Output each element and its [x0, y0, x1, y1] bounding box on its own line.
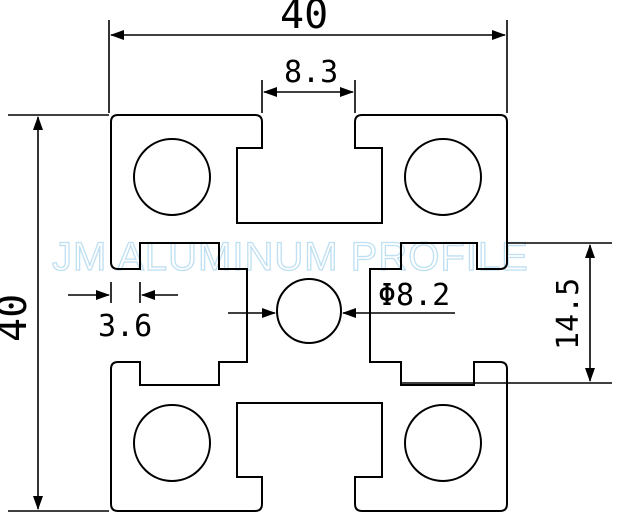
wall-dimension-label: 3.6	[98, 309, 152, 344]
depth-dimension-label: 14.5	[551, 278, 586, 350]
profile-outline	[110, 114, 508, 512]
height-dimension-label: 40	[0, 294, 36, 342]
slot-dimension-label: 8.3	[284, 55, 338, 90]
width-dimension-label: 40	[280, 0, 328, 38]
corner-hole-bottom-left	[133, 404, 211, 482]
corner-hole-top-left	[133, 138, 211, 216]
corner-hole-top-right	[404, 138, 482, 216]
center-hole	[276, 278, 342, 344]
corner-hole-bottom-right	[404, 404, 482, 482]
watermark-text: JM ALUMINUM PROFILE	[52, 235, 529, 279]
hole-diameter-label: Φ8.2	[378, 278, 450, 313]
